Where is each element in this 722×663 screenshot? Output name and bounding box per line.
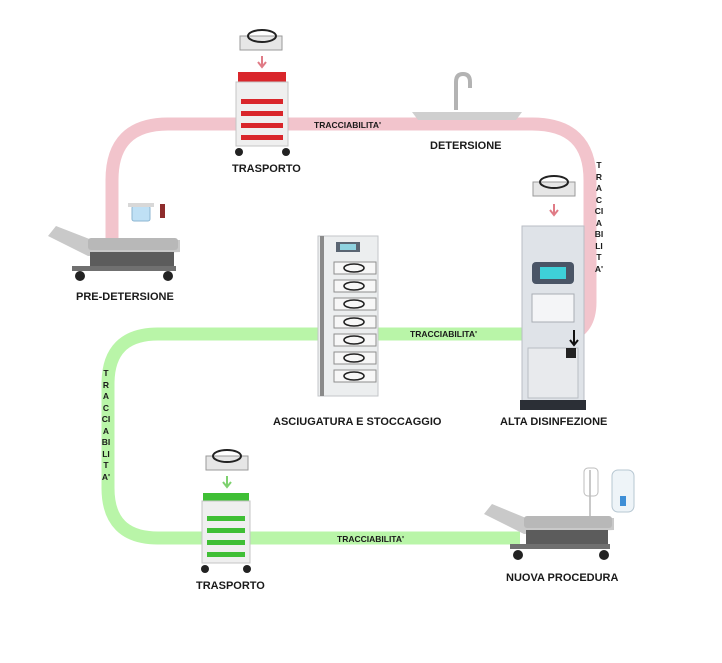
traceability-left: TRACCIABILITA' [101, 368, 111, 482]
traceability-middle: TRACCIABILITA' [410, 329, 478, 339]
trasporto-bottom-cart-icon [201, 449, 251, 573]
pre-detersione-bed-icon [48, 203, 180, 281]
dirty-flow-path [105, 117, 597, 343]
label-trasporto-bottom: TRASPORTO [196, 580, 265, 592]
detersione-sink-icon [412, 71, 522, 120]
label-nuova-procedura: NUOVA PROCEDURA [506, 572, 619, 584]
label-pre-detersione: PRE-DETERSIONE [76, 291, 174, 303]
asciugatura-cabinet-icon [317, 235, 379, 397]
label-alta-disinfezione: ALTA DISINFEZIONE [500, 416, 608, 428]
label-detersione: DETERSIONE [430, 140, 502, 152]
alta-disinfezione-machine-icon [520, 175, 586, 410]
trasporto-top-cart-icon [235, 29, 290, 156]
label-trasporto-top: TRASPORTO [232, 163, 301, 175]
traceability-bottom: TRACCIABILITA' [337, 534, 405, 544]
label-asciugatura-stoccaggio: ASCIUGATURA E STOCCAGGIO [273, 416, 442, 428]
nuova-procedura-bed-icon [484, 467, 635, 560]
traceability-right: TRACCIABILITA' [594, 160, 604, 274]
traceability-top: TRACCIABILITA' [314, 120, 382, 130]
clean-flow-path [101, 327, 530, 545]
